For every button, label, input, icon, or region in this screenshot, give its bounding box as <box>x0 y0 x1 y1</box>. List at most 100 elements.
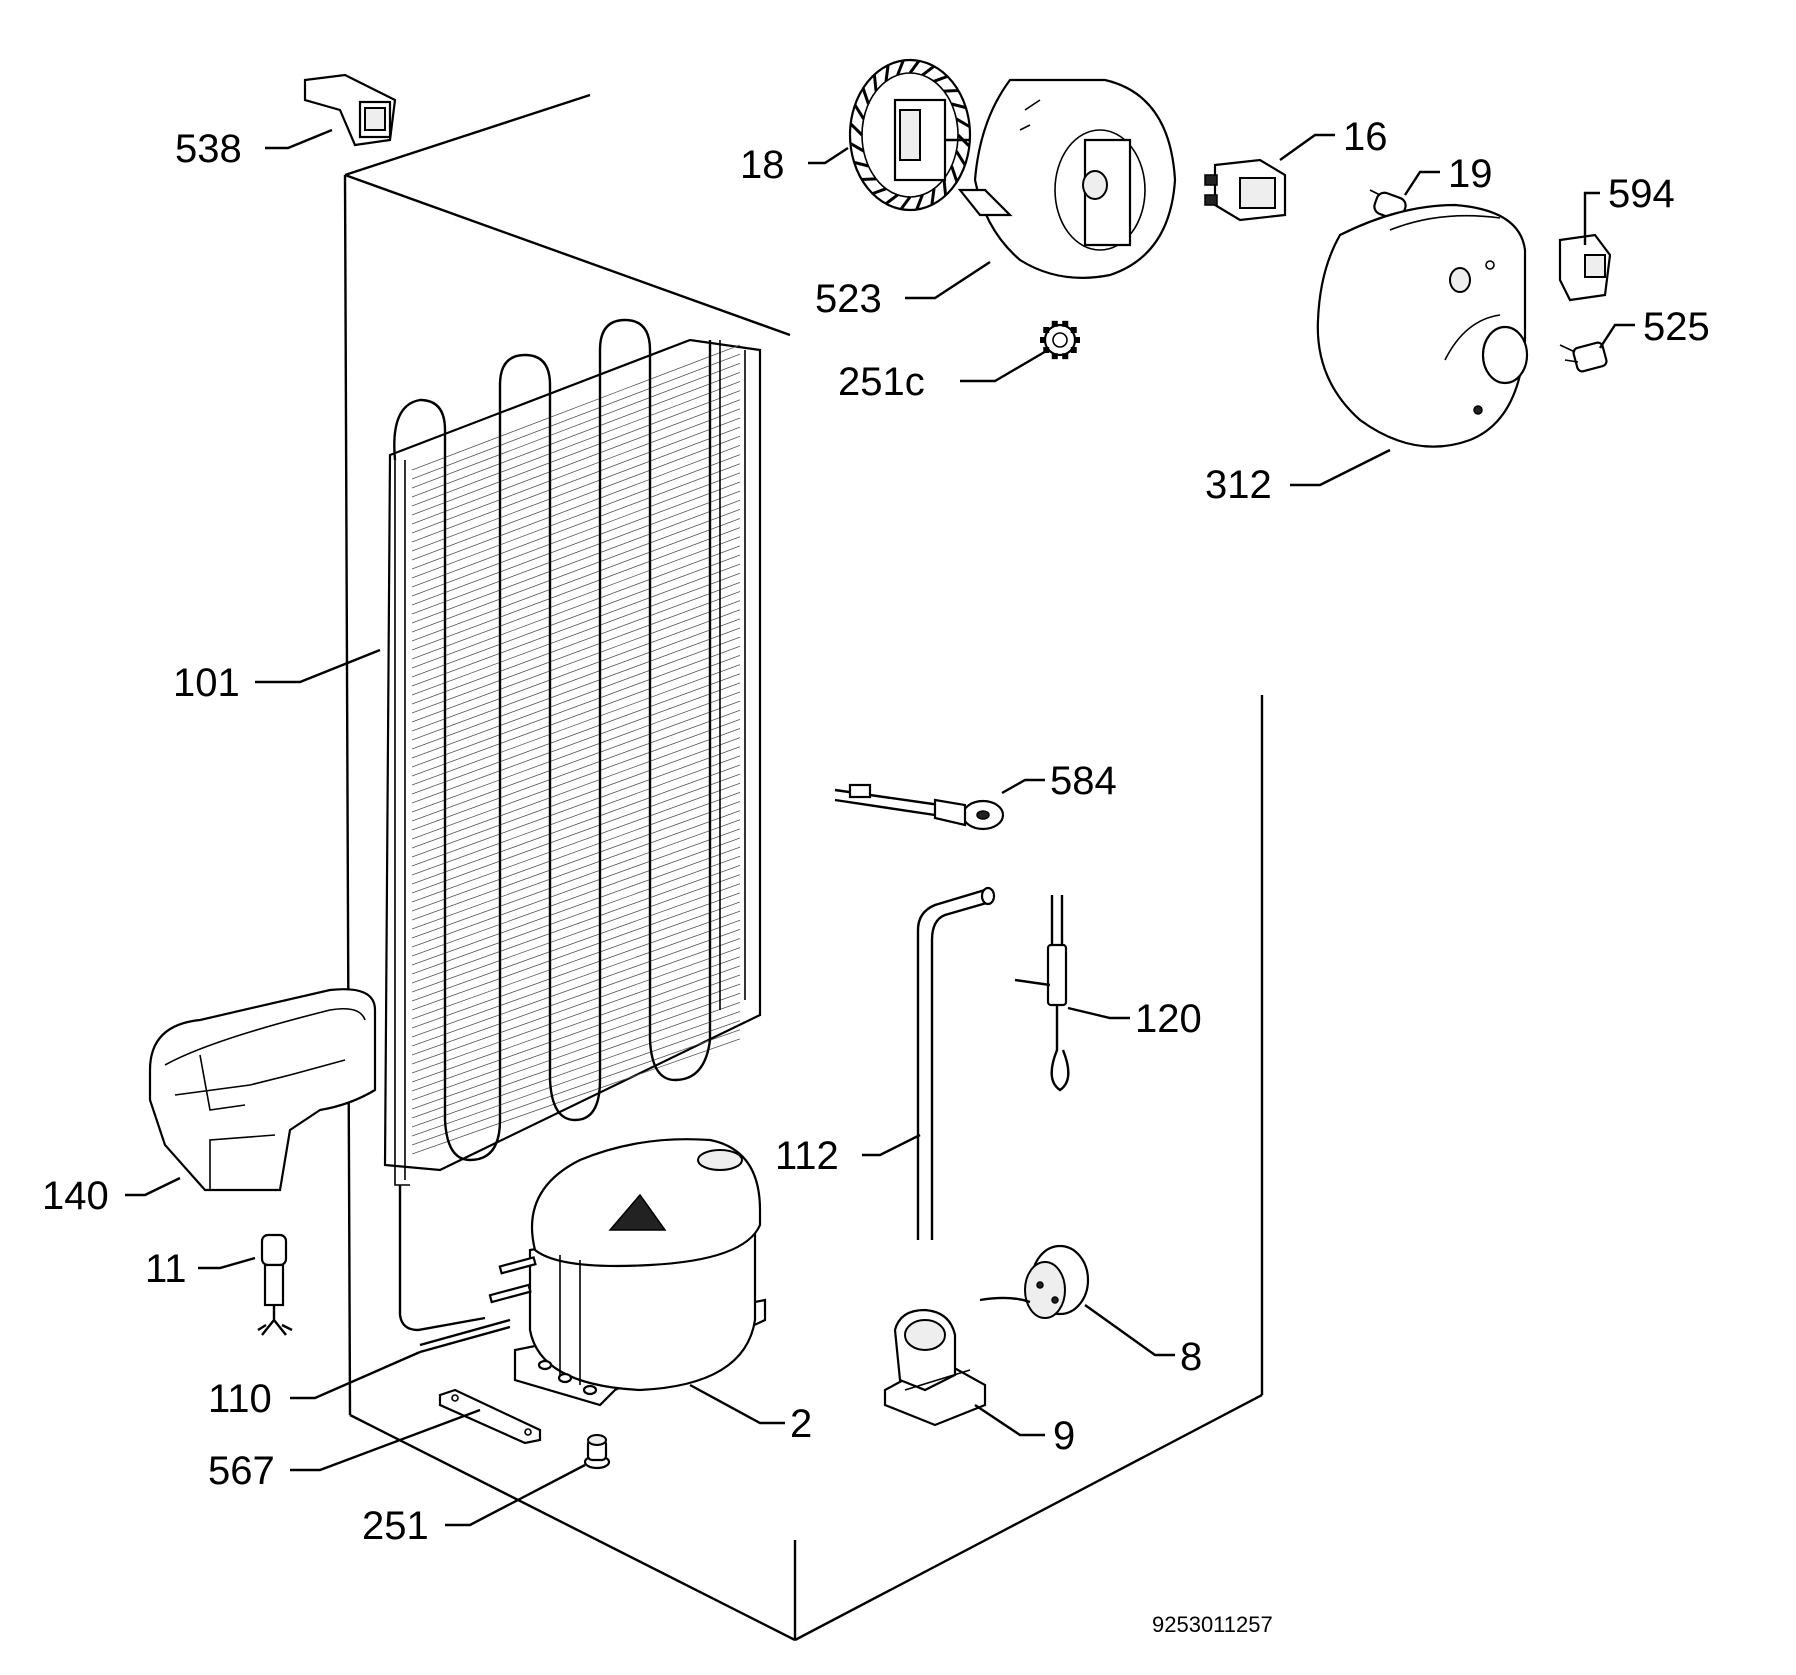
fin-line <box>411 381 741 507</box>
callout-312: 312 <box>1205 463 1272 507</box>
fin-line <box>411 572 741 696</box>
grommet-251 <box>583 1434 611 1470</box>
fin-line <box>411 655 741 777</box>
fan-housing-523 <box>957 78 1177 279</box>
fin-line <box>411 536 741 660</box>
fin-line <box>411 700 741 822</box>
callout-19: 19 <box>1448 152 1493 196</box>
fin-line <box>411 682 741 804</box>
fin-line <box>411 947 741 1065</box>
fin-line <box>411 508 741 633</box>
fin-line <box>411 938 741 1056</box>
fin-line <box>411 928 741 1047</box>
pipe-110 <box>419 1318 511 1354</box>
compressor-part <box>488 1138 767 1407</box>
fin-line <box>411 837 741 957</box>
gear-tooth <box>1043 327 1050 334</box>
plate-567 <box>438 1388 542 1445</box>
fin-line <box>411 974 741 1092</box>
fan-blade <box>849 142 865 153</box>
fin-line <box>411 481 741 606</box>
fin-line <box>411 919 741 1038</box>
fin-line <box>411 792 741 912</box>
fin-line <box>411 883 741 1002</box>
callout-112: 112 <box>775 1134 839 1178</box>
fin-line <box>411 746 741 867</box>
fan-blade <box>861 87 870 105</box>
fan-blade <box>933 74 948 83</box>
fin-line <box>411 718 741 840</box>
fin-line <box>411 910 741 1029</box>
fin-line <box>411 1020 741 1137</box>
sensor-584 <box>834 783 1005 831</box>
fin-line <box>411 399 741 525</box>
fin-line <box>411 582 741 705</box>
callout-2: 2 <box>790 1402 812 1446</box>
gear-tooth <box>1070 346 1077 353</box>
fin-line <box>411 1038 741 1155</box>
fin-line <box>411 545 741 669</box>
fan-blade <box>930 188 936 206</box>
callout-584: 584 <box>1050 759 1117 803</box>
callout-140: 140 <box>42 1174 109 1218</box>
callout-16: 16 <box>1343 115 1388 159</box>
fin-line <box>411 709 741 831</box>
fin-line <box>411 499 741 624</box>
fin-line <box>411 810 741 930</box>
fin-line <box>411 609 741 732</box>
fan-blade <box>872 187 887 196</box>
fin-line <box>411 1011 741 1128</box>
callout-labels: 538 18 16 19 594 523 525 251c 312 101 58… <box>42 115 1710 1548</box>
fan-blade <box>849 122 864 137</box>
fan-blade <box>861 177 877 182</box>
fin-line <box>411 956 741 1074</box>
fin-line <box>411 828 741 948</box>
fin-line <box>411 865 741 984</box>
callout-110: 110 <box>208 1377 272 1421</box>
fan-blade <box>950 165 959 183</box>
fin-line <box>411 472 741 597</box>
callout-594: 594 <box>1608 172 1675 216</box>
fin-line <box>411 445 741 570</box>
fin-line <box>411 600 741 723</box>
part-120 <box>1014 895 1070 1092</box>
fin-line <box>411 518 741 642</box>
fin-line <box>411 764 741 885</box>
fin-line <box>411 691 741 813</box>
fin-line <box>411 591 741 714</box>
fin-line <box>411 1029 741 1146</box>
fin-line <box>411 801 741 921</box>
fin-line <box>411 554 741 678</box>
fin-line <box>411 344 741 471</box>
fin-line <box>411 664 741 786</box>
fin-line <box>411 773 741 894</box>
fin-line <box>411 490 741 615</box>
relay-9 <box>883 1308 987 1427</box>
cabinet-outline <box>343 93 1264 1642</box>
switch-16 <box>1204 158 1287 222</box>
fin-line <box>411 673 741 795</box>
gear-tooth <box>1062 320 1069 327</box>
fin-line <box>411 563 741 687</box>
fin-line <box>411 527 741 651</box>
drain-tray-part <box>148 988 377 1192</box>
fin-line <box>411 755 741 876</box>
fan-blade <box>942 178 948 196</box>
fin-line <box>411 417 741 543</box>
fin-line <box>411 992 741 1110</box>
callout-120: 120 <box>1135 997 1202 1041</box>
fan-blade <box>872 74 878 92</box>
gear-tooth <box>1040 337 1046 343</box>
fin-line <box>411 728 741 849</box>
leader-lines <box>125 128 1635 1527</box>
fan-blade <box>921 65 935 77</box>
gear-251c <box>1040 320 1080 360</box>
fin-line <box>411 855 741 975</box>
callout-8: 8 <box>1180 1335 1202 1379</box>
drawing-number: 9253011257 <box>1152 1612 1273 1637</box>
fan-blade <box>885 193 899 205</box>
callout-101: 101 <box>173 661 240 705</box>
fin-line <box>411 426 741 552</box>
fan-blade <box>899 196 912 211</box>
